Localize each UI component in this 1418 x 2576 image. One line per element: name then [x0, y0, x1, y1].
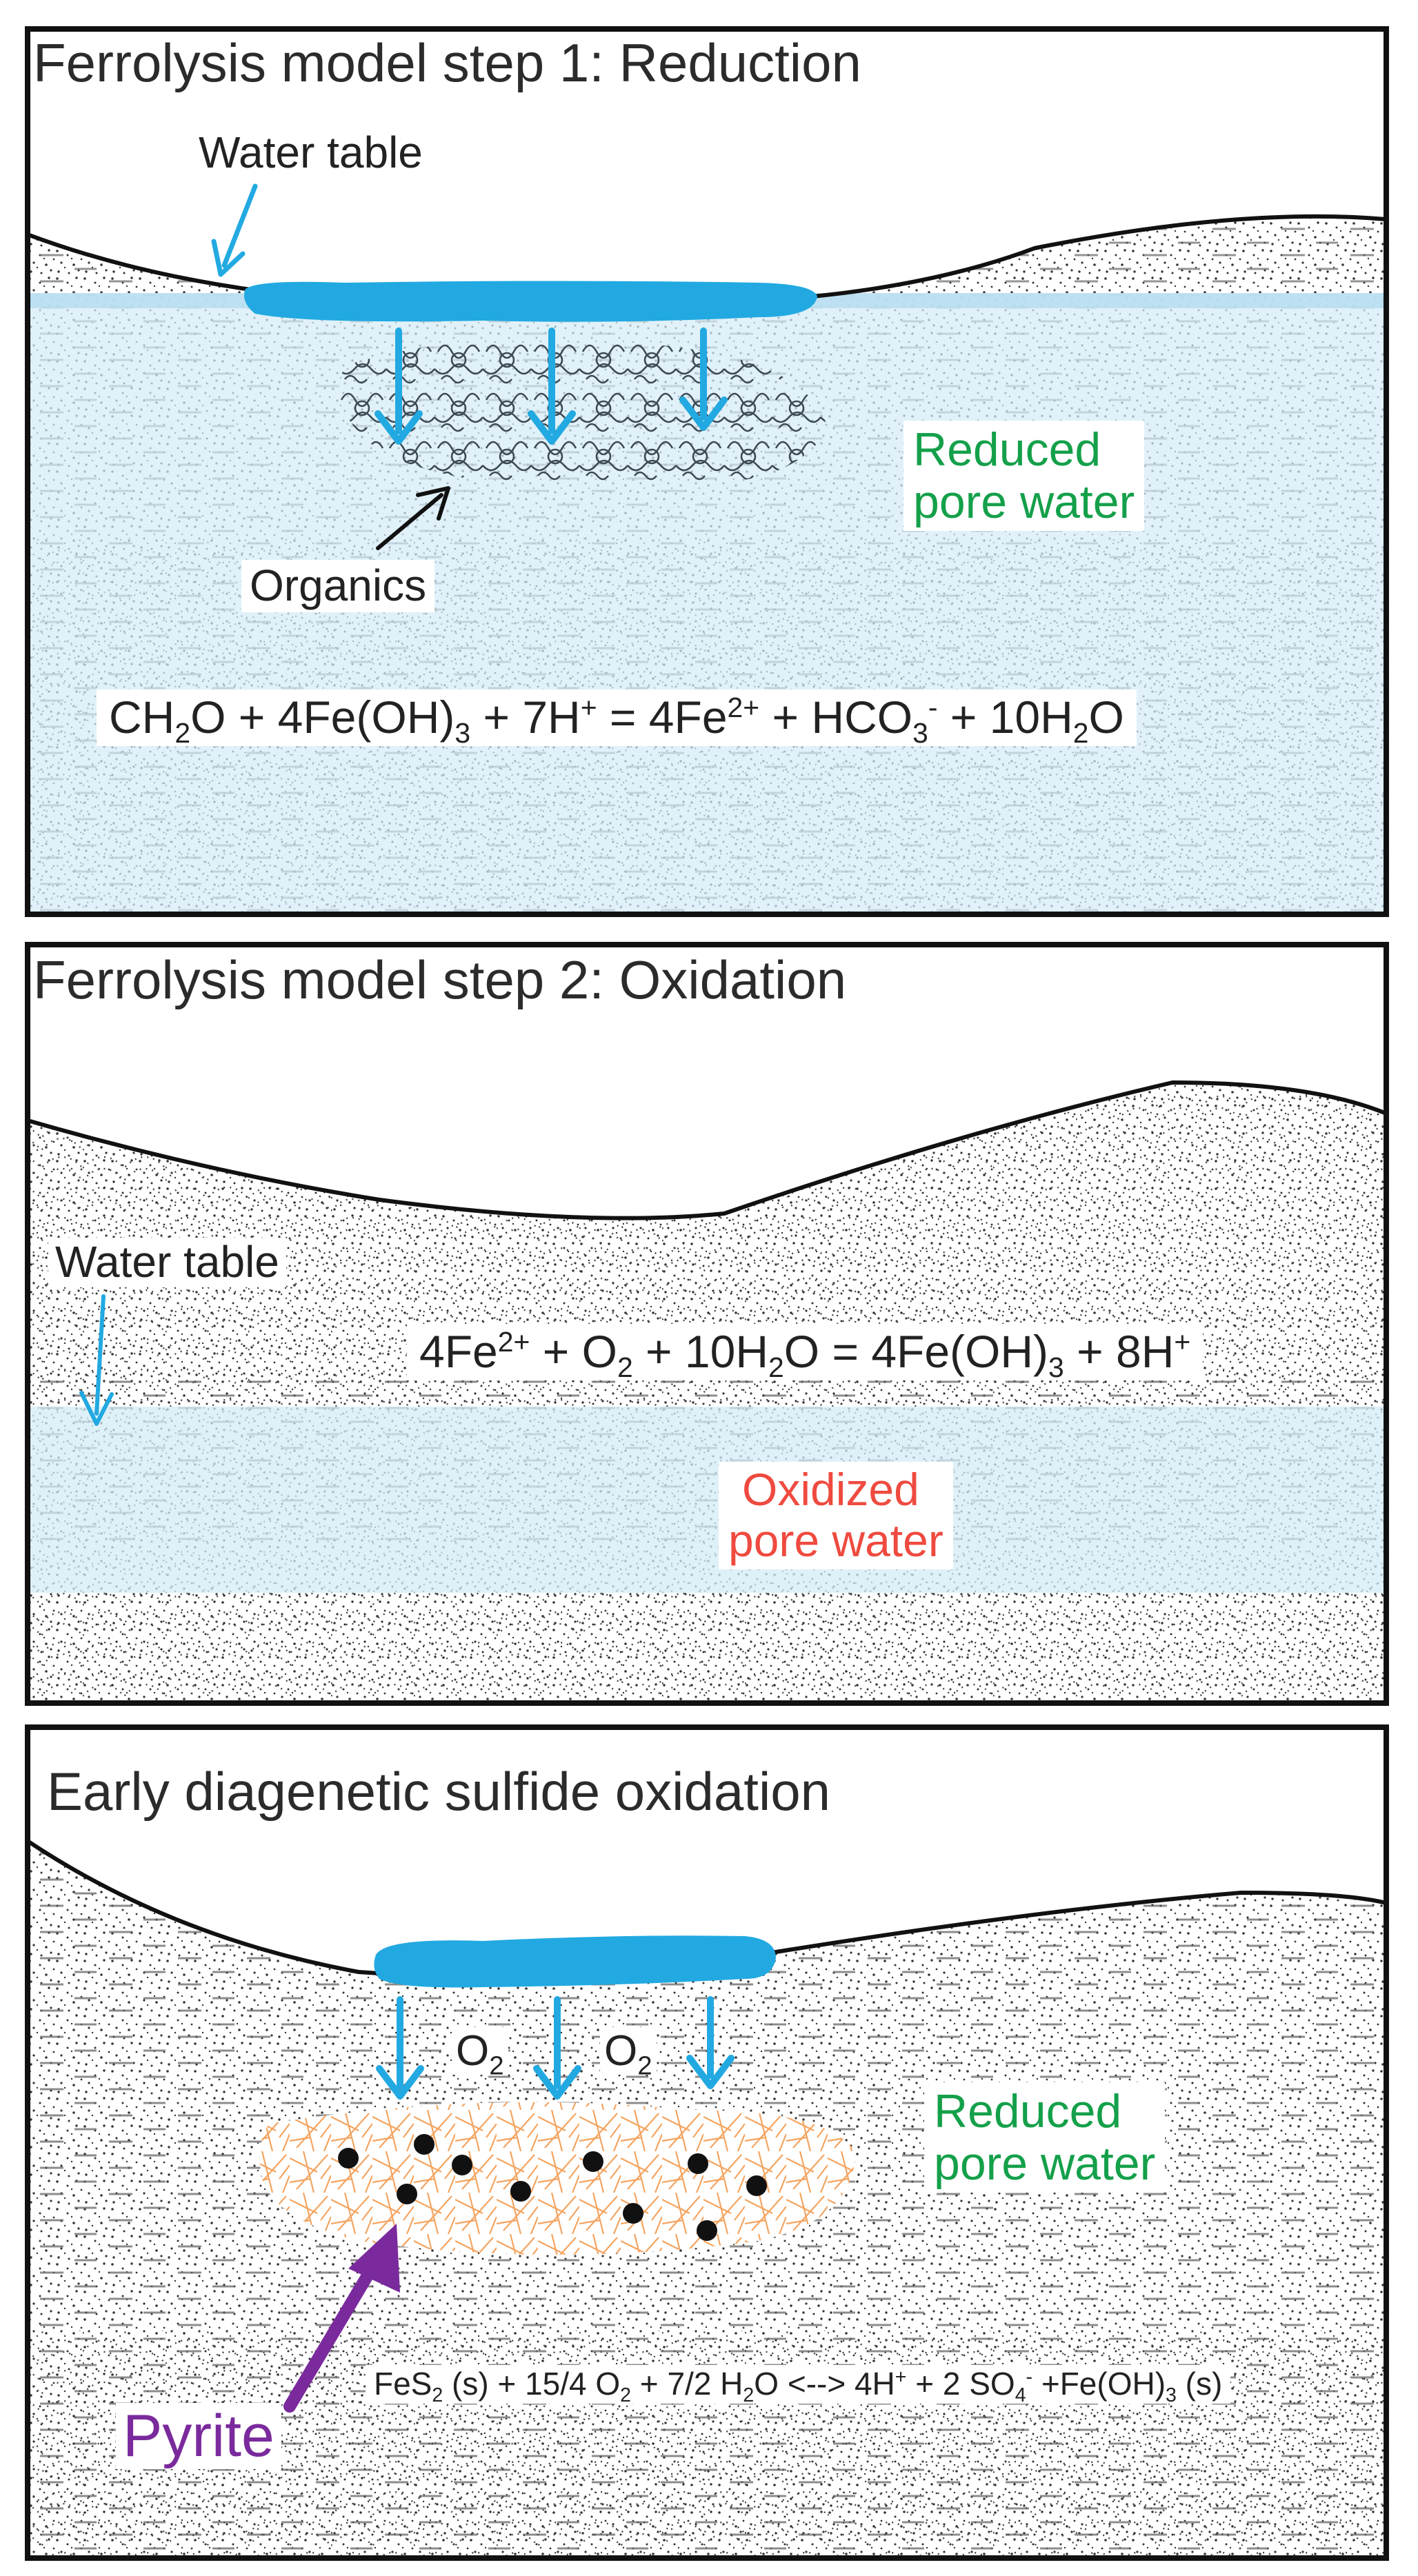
panel-3-border — [25, 1724, 1389, 2561]
panel-3-o2-label-1: O2 — [452, 2027, 508, 2079]
panel-3-o2-label-2: O2 — [600, 2027, 657, 2079]
panel-3-equation: FeS2 (s) + 15/4 O2 + 7/2 H2O <--> 4H+ + … — [366, 2365, 1231, 2405]
panel-2-oxidized-line-1: Oxidized — [742, 1464, 919, 1515]
panel-1-equation: CH2O + 4Fe(OH)3 + 7H+ = 4Fe2+ + HCO3- + … — [97, 690, 1137, 747]
panel-2-water-table-label: Water table — [48, 1237, 286, 1287]
down-arrow-icon — [375, 328, 423, 445]
panel-1-title: Ferrolysis model step 1: Reduction — [33, 32, 861, 93]
down-arrow-icon — [79, 1294, 114, 1426]
panel-1-reduced-pore-water-label: Reduced pore water — [903, 421, 1145, 532]
panel-1-water-table-label: Water table — [199, 128, 423, 177]
panel-2-title: Ferrolysis model step 2: Oxidation — [33, 949, 847, 1010]
panel-3-reduced-line-2: pore water — [934, 2137, 1156, 2191]
panel-1-organics-label: Organics — [241, 560, 435, 612]
down-arrow-icon — [376, 1996, 424, 2100]
panel-2-oxidized-pore-water-label: Oxidized pore water — [719, 1462, 953, 1569]
panel-3-pyrite-label: Pyrite — [116, 2403, 281, 2470]
panel-3-reduced-pore-water-label: Reduced pore water — [924, 2082, 1166, 2193]
pyrite-grain-icon — [338, 2134, 767, 2241]
pyrite-pointer-arrow — [283, 2224, 400, 2413]
panel-1-reduced-line-1: Reduced — [913, 423, 1101, 476]
down-arrow-icon — [533, 1996, 581, 2100]
panel-2-oxidized-line-2: pore water — [728, 1514, 943, 1566]
panel-1-border — [25, 26, 1389, 917]
panel-3-surface-water — [374, 1935, 776, 1988]
panel-1-reduced-line-2: pore water — [913, 476, 1135, 529]
panel-3-reduced-line-1: Reduced — [934, 2085, 1122, 2137]
panel-2-ground-surface — [28, 1080, 1386, 1220]
panel-2-border — [25, 942, 1389, 1706]
water-table-pointer-arrow — [211, 183, 258, 277]
down-arrow-icon — [686, 1996, 735, 2089]
down-arrow-icon — [528, 328, 576, 445]
organics-pointer-arrow — [376, 486, 450, 550]
panel-3-title: Early diagenetic sulfide oxidation — [47, 1761, 831, 1822]
panel-2-oxidation — [25, 942, 1389, 1706]
panel-1-surface-water — [244, 281, 817, 322]
panel-2-equation: 4Fe2+ + O2 + 10H2O = 4Fe(OH)3 + 8H+ — [407, 1324, 1204, 1382]
down-arrow-icon — [679, 328, 728, 431]
panel-2-pore-water-zone — [28, 1407, 1386, 1593]
